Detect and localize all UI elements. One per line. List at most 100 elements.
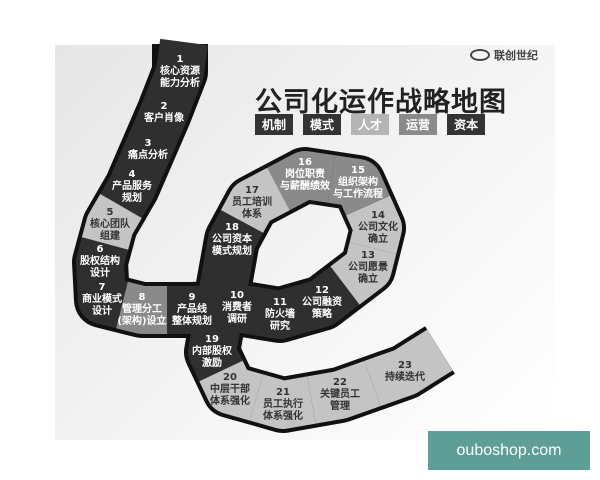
road-segment-4 bbox=[100, 158, 163, 219]
tag: 资本 bbox=[447, 114, 486, 135]
step-number: 7 bbox=[98, 282, 106, 293]
road-segment-12 bbox=[294, 266, 360, 333]
step-number: 17 bbox=[245, 185, 259, 196]
road-segment-2 bbox=[133, 83, 195, 142]
step-number: 14 bbox=[371, 210, 385, 221]
logo-text: 联创世纪 bbox=[494, 49, 538, 62]
road-segment-13 bbox=[330, 242, 397, 305]
step-number: 3 bbox=[144, 138, 152, 149]
step-number: 8 bbox=[138, 292, 146, 303]
tag: 模式 bbox=[303, 114, 342, 135]
tag: 人才 bbox=[351, 114, 390, 135]
step-number: 22 bbox=[333, 377, 347, 388]
logo-eye-icon bbox=[470, 49, 490, 61]
step-label: 股权结构 设计 bbox=[80, 256, 120, 279]
step-label: 管理分工 (架构)设立 bbox=[117, 304, 167, 327]
road-segment-7 bbox=[77, 276, 128, 329]
step-number: 15 bbox=[351, 165, 365, 176]
step-number: 12 bbox=[315, 285, 329, 296]
tag: 机制 bbox=[255, 114, 294, 135]
step-number: 16 bbox=[298, 157, 312, 168]
road-segment-3 bbox=[117, 121, 179, 179]
step-number: 19 bbox=[205, 334, 219, 345]
logo: 联创世纪 bbox=[470, 47, 538, 63]
step-label: 组织架构 与工作流程 bbox=[333, 177, 383, 200]
step-label: 关键员工 管理 bbox=[320, 389, 360, 412]
step-label: 防火墙 研究 bbox=[265, 309, 295, 332]
road-segment-6 bbox=[76, 237, 129, 286]
page-title: 公司化运作战略地图 bbox=[255, 87, 507, 118]
road-segment-22 bbox=[307, 360, 381, 424]
road-segment-18 bbox=[198, 210, 264, 301]
watermark: ouboshop.com bbox=[428, 431, 590, 470]
step-label: 痛点分析 bbox=[128, 150, 168, 161]
step-number: 13 bbox=[361, 250, 375, 261]
step-number: 21 bbox=[276, 387, 290, 398]
step-label: 核心资源 能力分析 bbox=[160, 66, 200, 89]
step-number: 1 bbox=[176, 54, 184, 65]
step-label: 消费者 调研 bbox=[222, 302, 252, 325]
step-label: 中层干部 体系强化 bbox=[210, 384, 250, 407]
road-segment-15 bbox=[327, 155, 390, 216]
step-label: 岗位职责 与薪酬绩效 bbox=[280, 169, 330, 192]
step-label: 持续迭代 bbox=[385, 372, 425, 383]
step-number: 6 bbox=[96, 244, 104, 255]
step-label: 客户肖像 bbox=[144, 113, 184, 124]
road-segment-16 bbox=[267, 151, 336, 211]
road-segment-23 bbox=[364, 329, 453, 407]
step-label: 公司融资 策略 bbox=[302, 297, 342, 320]
step-label: 商业模式 设计 bbox=[82, 294, 122, 317]
step-label: 产品服务 规划 bbox=[112, 181, 152, 204]
step-number: 11 bbox=[273, 297, 287, 308]
step-label: 核心团队 组建 bbox=[90, 219, 130, 242]
step-label: 公司文化 确立 bbox=[358, 222, 398, 245]
road-segment-21 bbox=[249, 374, 316, 429]
road-segment-14 bbox=[346, 195, 402, 254]
step-number: 9 bbox=[188, 292, 196, 303]
step-label: 公司愿景 确立 bbox=[348, 262, 388, 285]
step-number: 23 bbox=[398, 360, 412, 371]
step-number: 4 bbox=[128, 169, 136, 180]
step-number: 20 bbox=[223, 372, 237, 383]
step-label: 员工执行 体系强化 bbox=[263, 399, 303, 422]
step-number: 5 bbox=[106, 207, 114, 218]
road-segment-8 bbox=[116, 281, 167, 334]
step-label: 产品线 整体规划 bbox=[172, 304, 212, 327]
step-number: 2 bbox=[160, 101, 168, 112]
category-tags: 机制 模式 人才 运营 资本 bbox=[255, 114, 486, 135]
road-segment-20 bbox=[199, 360, 264, 421]
tag: 运营 bbox=[399, 114, 438, 135]
road-segment-1 bbox=[149, 38, 208, 102]
step-number: 18 bbox=[225, 222, 239, 233]
step-label: 内部股权 激励 bbox=[192, 346, 232, 369]
step-number: 10 bbox=[230, 290, 244, 301]
road-segment-19 bbox=[188, 291, 246, 382]
step-label: 员工培训 体系 bbox=[232, 197, 272, 220]
road-segment-11 bbox=[254, 285, 308, 339]
step-label: 公司资本 模式规划 bbox=[212, 234, 252, 257]
